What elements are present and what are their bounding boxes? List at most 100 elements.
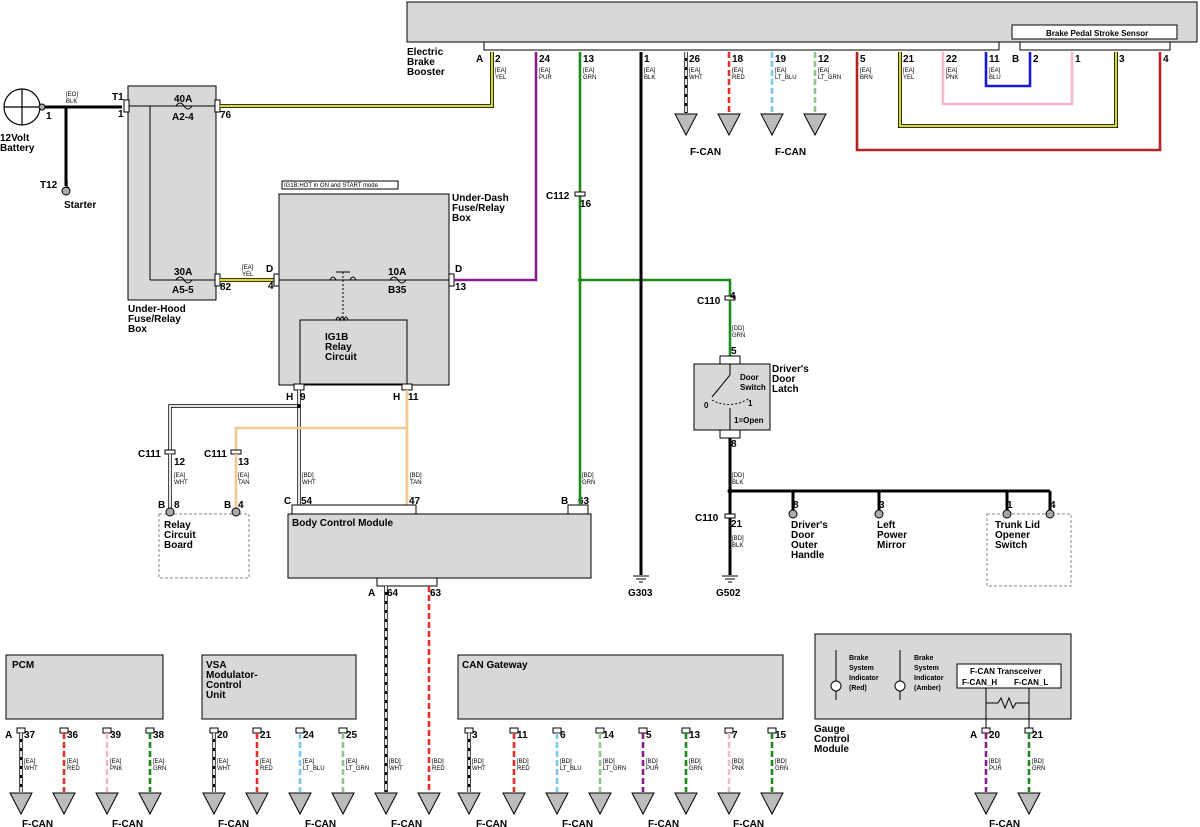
bottom-conn-pcm: A (5, 730, 12, 741)
ebb-wire-code: [EA] (644, 68, 656, 74)
fcan-terminal (674, 792, 698, 816)
bottom-wire-color: LT_GRN (346, 766, 369, 772)
fcan-terminal (9, 792, 33, 816)
underhood-pin-76: 76 (220, 110, 232, 121)
bottom-wire-color: PNK (732, 766, 744, 772)
ebb-fcan-2: F-CAN (775, 147, 806, 158)
gateway-box (457, 654, 784, 720)
bcm-pin-63: 63 (578, 496, 590, 507)
fcan-terminal (417, 792, 441, 816)
wire-c111b-code: [EA] (238, 473, 250, 479)
bottom-wire-code: [BD] (560, 759, 572, 765)
ebb-pin: 1 (644, 54, 650, 65)
rcb-conn-b2: B (224, 500, 231, 511)
bottom-wire-color: RED (67, 766, 80, 772)
g303: G303 (628, 588, 653, 599)
ebb-wire-code: [EA] (495, 68, 507, 74)
latch-pin-8: 8 (731, 439, 737, 450)
ebb-wire-color: LT_GRN (818, 75, 841, 81)
brake-indicator-red-icon (830, 650, 842, 700)
ground-g502 (722, 575, 738, 583)
bottom-wire-color: GRN (153, 766, 166, 772)
fcan-terminal (288, 792, 312, 816)
relay-circuit (299, 319, 408, 385)
fcan-terminal (245, 792, 269, 816)
ig1b-note-box (281, 180, 399, 190)
ebb-wire-color: YEL (495, 75, 507, 81)
wire-dd-blk-color: BLK (732, 480, 743, 486)
ebb-wire-code: [EA] (732, 68, 744, 74)
rcb-conn-b1: B (158, 500, 165, 511)
wire-dd-grn-code: [DD] (732, 326, 744, 332)
battery-pin: 1 (46, 111, 52, 122)
ebb-wire-color: BLU (989, 75, 1001, 81)
fcan-label: F-CAN (733, 819, 764, 827)
ebb-wire-color: YEL (903, 75, 915, 81)
underhood-pin-82: 82 (220, 282, 232, 293)
c111-b-pin: 13 (238, 457, 250, 468)
bottom-pin: 20 (989, 730, 1001, 741)
wire-tan-rcb (234, 390, 409, 450)
wire-dd-grn-color: GRN (732, 333, 745, 339)
ebb-wire-color: BLK (644, 75, 655, 81)
ebb-pin: 4 (1163, 54, 1169, 65)
mirror-pin: 3 (879, 500, 885, 511)
fuse-40a: 40A (174, 94, 192, 105)
wire-c111a-code: [EA] (174, 473, 186, 479)
fcan-label: F-CAN (112, 819, 143, 827)
bottom-wire-color: PUR (646, 766, 659, 772)
fcan-terminal (717, 792, 741, 816)
fcan-h: F-CAN_H (962, 678, 997, 687)
bottom-wire-color: PNK (110, 766, 122, 772)
underdash-pin-9: 9 (300, 392, 306, 403)
starter-ref: T12 (40, 180, 58, 191)
c111-a: C111 (138, 449, 161, 460)
fcan-label: F-CAN (476, 819, 507, 827)
c110-a: C110 (697, 296, 721, 307)
bottom-wire-code: [BD] (646, 759, 658, 765)
c111-a-pin: 12 (174, 457, 186, 468)
bottom-wire-code: [BD] (1032, 759, 1044, 765)
bottom-wire-color: RED (432, 766, 445, 772)
ebb-pin: 26 (689, 54, 701, 65)
wire-yel-ebb (220, 52, 494, 108)
wire-bcm-wht-code: [BD] (302, 473, 314, 479)
ebb-fcan-drops (674, 52, 827, 137)
bottom-wire-color: WHT (389, 766, 403, 772)
ebb-wire-color: LT_BLU (775, 75, 797, 81)
underdash-conn-d1: D (266, 264, 273, 275)
ebb-pin: 3 (1119, 54, 1125, 65)
ebb-pin: 2 (1033, 54, 1039, 65)
gateway-name: CAN Gateway (462, 660, 528, 671)
fcan-l: F-CAN_L (1014, 678, 1048, 687)
ebb-pin: 11 (989, 54, 1000, 65)
bcm-pin-64: 64 (387, 588, 399, 599)
vsa-box (201, 654, 357, 720)
wire-c111a-color: WHT (174, 480, 188, 486)
fcan-terminal (52, 792, 76, 816)
bottom-wire-code: [EA] (346, 759, 358, 765)
brake-indicator-amber-icon (894, 650, 906, 700)
ebb-pin: 12 (818, 54, 830, 65)
ebb-wire-color: BRN (860, 75, 873, 81)
ebb-wire-code: [EA] (860, 68, 872, 74)
underdash-box (278, 193, 450, 386)
ebb-wire-color: WHT (689, 75, 703, 81)
latch-open: 1=Open (734, 416, 764, 425)
ig1b-note: IG1B:HOT in ON and START mode (284, 183, 379, 189)
bottom-wire-color: WHT (472, 766, 486, 772)
bottom-wire-code: [BD] (732, 759, 744, 765)
ebb-wire-code: [EA] (989, 68, 1001, 74)
ebb-pin: 24 (539, 54, 551, 65)
bottom-wire-color: LT_BLU (303, 766, 325, 772)
ebb-pin: 13 (583, 54, 595, 65)
bottom-wire-code: [BD] (989, 759, 1001, 765)
